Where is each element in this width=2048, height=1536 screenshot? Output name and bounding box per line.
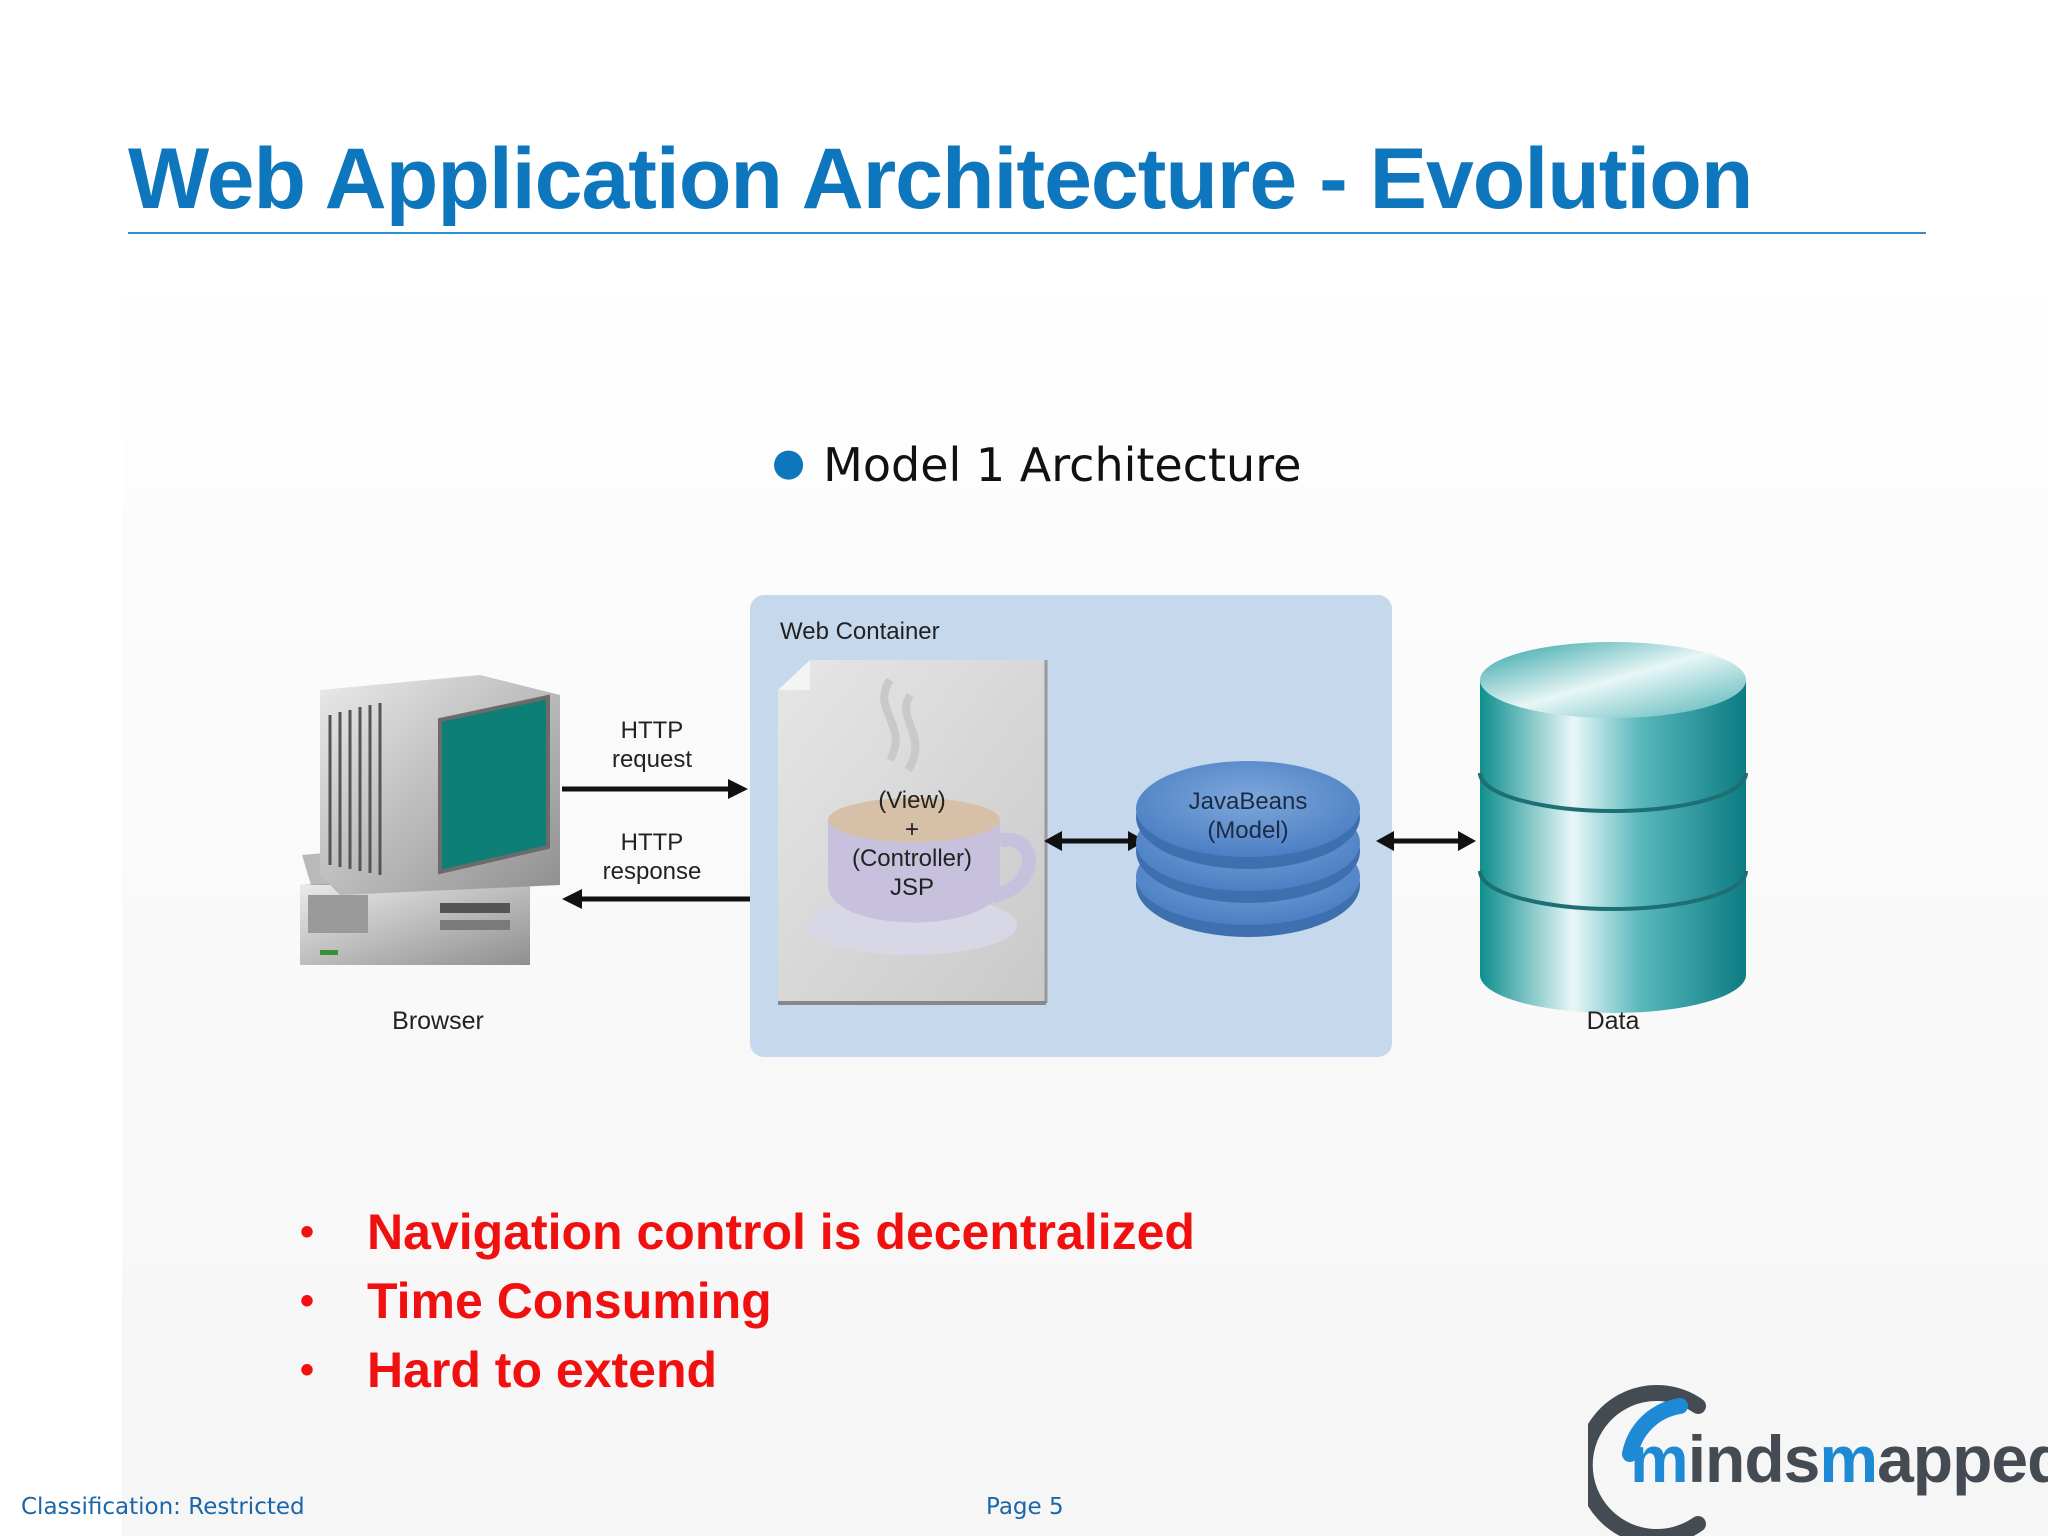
subheading: ● Model 1 Architecture bbox=[772, 438, 1301, 492]
classification-label: Classification: Restricted bbox=[21, 1494, 305, 1520]
logo-wordmark: mindsmapped bbox=[1630, 1422, 2048, 1496]
http-request-line2: request bbox=[612, 746, 692, 773]
model1-diagram: Web Container Browser HTTP request HTTP … bbox=[300, 595, 1748, 1057]
http-request-arrow: HTTP request bbox=[562, 717, 748, 799]
list-item-text: Time Consuming bbox=[367, 1273, 772, 1329]
mindsmapped-logo: mindsmapped bbox=[1588, 1385, 2048, 1536]
javabeans-stack-icon bbox=[1136, 761, 1360, 937]
bullet-icon: • bbox=[300, 1279, 315, 1323]
jsp-controller-label: (Controller) bbox=[852, 845, 972, 872]
jsp-page-icon bbox=[778, 660, 1048, 1005]
javabeans-label: JavaBeans bbox=[1189, 788, 1308, 815]
jsp-view-label: (View) bbox=[878, 787, 946, 814]
subheading-text: Model 1 Architecture bbox=[823, 438, 1302, 492]
list-item: • Hard to extend bbox=[300, 1336, 1195, 1405]
list-item-text: Hard to extend bbox=[367, 1342, 718, 1398]
beans-data-arrow bbox=[1376, 831, 1476, 851]
list-item: • Time Consuming bbox=[300, 1267, 1195, 1336]
list-item: • Navigation control is decentralized bbox=[300, 1198, 1195, 1267]
http-request-line1: HTTP bbox=[621, 717, 684, 744]
browser-label: Browser bbox=[392, 1007, 484, 1035]
list-item-text: Navigation control is decentralized bbox=[367, 1204, 1195, 1260]
http-response-line2: response bbox=[603, 858, 702, 885]
http-response-line1: HTTP bbox=[621, 829, 684, 856]
bullet-icon: • bbox=[300, 1210, 315, 1254]
data-label: Data bbox=[1587, 1007, 1640, 1035]
http-response-arrow: HTTP response bbox=[562, 829, 750, 909]
title-underline bbox=[128, 232, 1926, 234]
slide-title: Web Application Architecture - Evolution bbox=[128, 131, 1753, 227]
jsp-label: JSP bbox=[890, 874, 934, 901]
bullet-dot-icon: ● bbox=[772, 440, 806, 484]
bullet-icon: • bbox=[300, 1348, 315, 1392]
drawbacks-list: • Navigation control is decentralized • Ti… bbox=[300, 1198, 1195, 1405]
jsp-plus-label: + bbox=[905, 816, 919, 843]
page-number: Page 5 bbox=[986, 1494, 1064, 1520]
web-container-label: Web Container bbox=[780, 618, 940, 645]
database-icon bbox=[1478, 642, 1748, 1013]
model-label: (Model) bbox=[1207, 817, 1288, 844]
browser-computer-icon bbox=[300, 675, 560, 965]
